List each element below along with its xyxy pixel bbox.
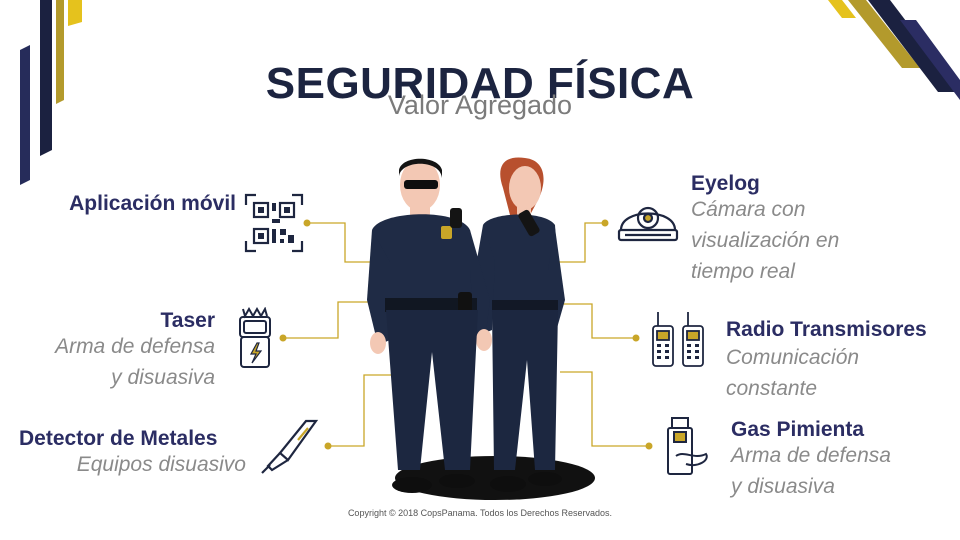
qr-code-icon	[244, 193, 304, 253]
feature-app-title: Aplicación móvil	[69, 192, 236, 215]
connector-taser	[283, 301, 378, 339]
stripe-left-1	[20, 45, 30, 185]
pepper-spray-icon	[667, 417, 708, 475]
stripe-left-2	[40, 0, 52, 156]
page-title: SEGURIDAD FÍSICA	[265, 59, 695, 109]
dome-camera-icon	[617, 206, 679, 242]
radio-icon	[652, 312, 704, 367]
stripe-left-3	[56, 0, 64, 104]
connector-gas	[560, 371, 649, 447]
connector-eyelog	[555, 222, 605, 263]
male-officer	[367, 158, 492, 493]
feature-gas-title: Gas Pimienta	[731, 418, 865, 441]
copyright-text: Copyright © 2018 CopsPanama. Todos los D…	[347, 508, 613, 518]
stripe-left-4	[68, 0, 82, 26]
feature-detector-title: Detector de Metales	[19, 427, 218, 450]
feature-taser-title: Taser	[160, 309, 215, 332]
feature-eyelog-description: Cámara con visualización en tiempo real	[691, 198, 840, 283]
connector-radio	[552, 303, 636, 339]
feature-gas-description: Arma de defensa y disuasiva	[731, 444, 891, 498]
feature-detector-description: Equipos disuasivo	[76, 453, 246, 476]
page-subtitle: Valor Agregado	[387, 90, 573, 120]
feature-radio-title: Radio Transmisores	[726, 318, 927, 341]
feature-eyelog-title: Eyelog	[691, 172, 760, 195]
feature-taser-description: Arma de defensa y disuasiva	[55, 335, 215, 389]
connector-app	[307, 222, 372, 263]
stripe-right-4	[900, 20, 960, 100]
taser-icon	[239, 307, 271, 368]
female-officer	[470, 157, 565, 492]
stripe-right-1	[828, 0, 856, 18]
connector-detector	[328, 374, 400, 447]
metal-detector-icon	[261, 419, 319, 474]
stripe-right-2	[848, 0, 920, 68]
feature-radio-description: Comunicación constante	[726, 346, 860, 400]
